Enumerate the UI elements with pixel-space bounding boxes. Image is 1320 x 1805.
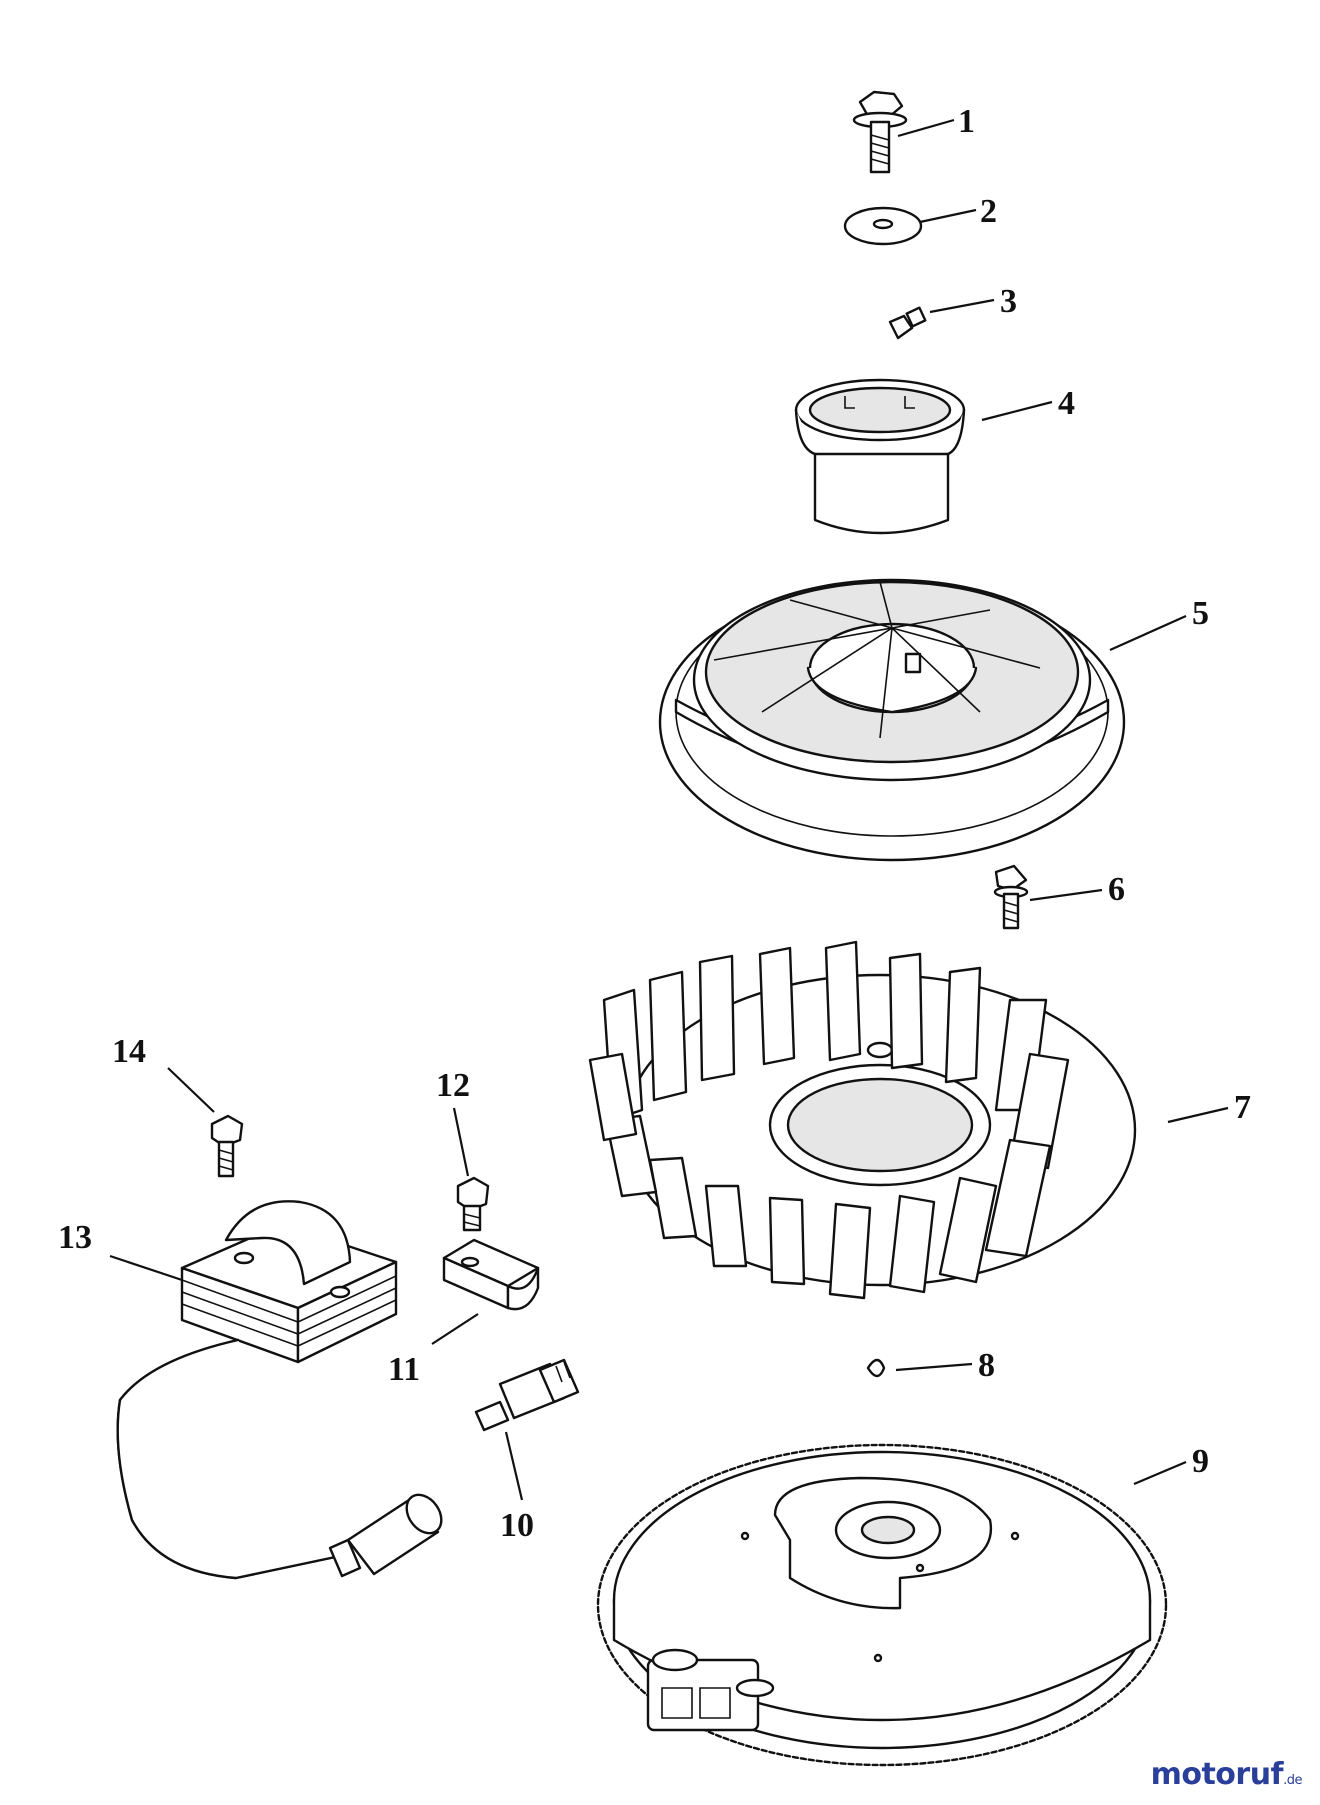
- callout-4: 4: [1058, 385, 1075, 422]
- leader-12: [452, 1107, 470, 1177]
- leader-3: [929, 298, 995, 314]
- callout-14: 14: [112, 1033, 146, 1070]
- leader-1: [897, 118, 955, 138]
- callout-labels: 1 2 3 4 5 6 7 8 9 10 11 12 13 14: [58, 103, 1251, 1544]
- part-12-small-bolt: [456, 1176, 490, 1232]
- part-5-rotating-screen: [658, 578, 1126, 862]
- leader-5: [1109, 614, 1187, 652]
- part-1-flange-bolt: [852, 90, 908, 174]
- leader-11: [431, 1313, 479, 1345]
- callout-8: 8: [978, 1347, 995, 1384]
- leader-14: [167, 1067, 215, 1113]
- callout-5: 5: [1192, 595, 1209, 632]
- callout-7: 7: [1234, 1089, 1251, 1126]
- callout-1: 1: [958, 103, 975, 140]
- part-13-ignition-module: [116, 1200, 443, 1580]
- callout-6: 6: [1108, 871, 1125, 908]
- callout-11: 11: [388, 1351, 420, 1388]
- leader-7: [1167, 1106, 1229, 1124]
- leader-lines: [109, 118, 1229, 1501]
- part-7-fan: [588, 940, 1137, 1300]
- callout-3: 3: [1000, 283, 1017, 320]
- leader-13: [109, 1254, 183, 1282]
- leader-4: [981, 400, 1053, 422]
- callout-13: 13: [58, 1219, 92, 1256]
- leader-8: [895, 1362, 973, 1372]
- part-11-clamp: [442, 1238, 540, 1311]
- part-2-washer: [843, 206, 923, 246]
- leader-9: [1133, 1460, 1187, 1486]
- part-9-flywheel: [596, 1443, 1168, 1767]
- leader-2: [919, 208, 977, 224]
- part-3-screw: [888, 306, 927, 340]
- watermark-suffix: .de: [1283, 1773, 1302, 1788]
- part-4-cup: [794, 378, 966, 535]
- part-14-small-bolt: [210, 1114, 244, 1178]
- part-8-key: [866, 1358, 886, 1378]
- leader-6: [1029, 888, 1103, 902]
- part-10-spark-plug: [474, 1358, 580, 1432]
- leader-10: [504, 1431, 524, 1501]
- motoruf-watermark-logo: motoruf.de: [1150, 1757, 1303, 1792]
- watermark-brand: motoruf: [1150, 1757, 1284, 1792]
- callout-2: 2: [980, 193, 997, 230]
- callout-9: 9: [1192, 1443, 1209, 1480]
- callout-12: 12: [436, 1067, 470, 1104]
- callout-10: 10: [500, 1507, 534, 1544]
- part-6-bolt: [993, 864, 1029, 930]
